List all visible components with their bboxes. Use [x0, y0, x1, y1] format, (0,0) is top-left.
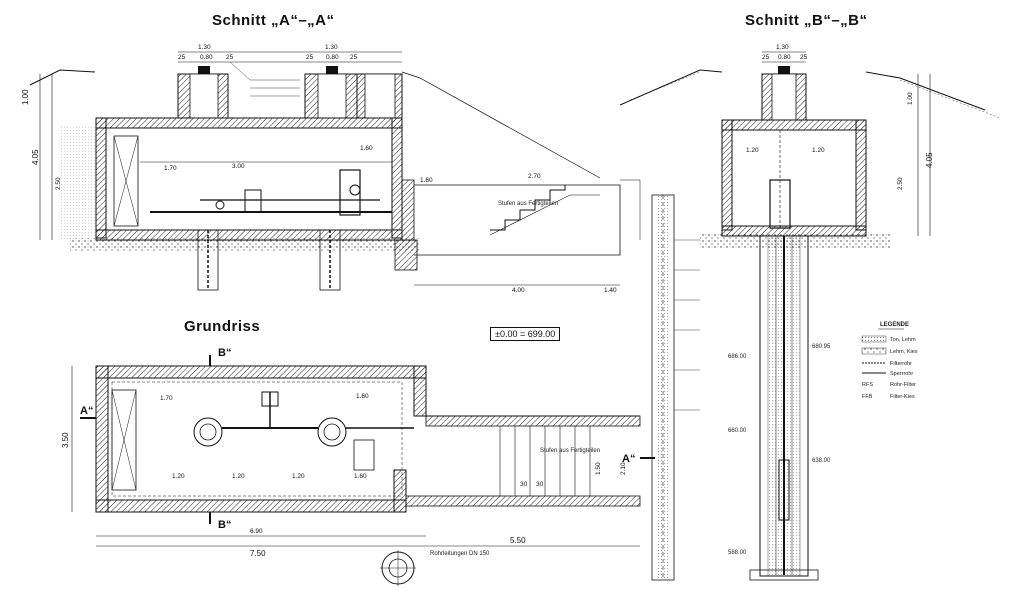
level-4: 638.00	[812, 458, 831, 464]
inner-a-3: 1.60	[360, 145, 373, 152]
height-b-2: 4.05	[925, 152, 934, 168]
plan-width-total: 7.50	[250, 549, 266, 558]
level-3: 660.00	[728, 428, 747, 434]
stair-note-a: Stufen aus Fertigteilen	[498, 201, 558, 207]
inner-b-1: 1.20	[746, 147, 759, 154]
plan-inner-2: 1.20	[172, 473, 185, 480]
height-b-3: 2.50	[897, 177, 904, 190]
height-a-2: 4.05	[31, 149, 40, 165]
stair-dim-3: 1.50	[595, 462, 602, 475]
plan-stair-length: 5.50	[510, 536, 526, 545]
dim-a-8: 25	[350, 54, 358, 61]
plan-inner-1: 1.70	[160, 395, 173, 402]
dim-b-3: 0.80	[778, 54, 791, 61]
plan-inner-3: 1.20	[232, 473, 245, 480]
section-b-drawing: 1.30 25 0.80 25 1.00 4.05 2.50 1.20 1.20…	[619, 44, 1001, 581]
legend-item-5: Rohr-Filter	[890, 382, 916, 388]
cut-a-left: A“	[80, 405, 93, 417]
inner-a-5: 2.70	[528, 173, 541, 180]
dim-a-4: 25	[226, 54, 234, 61]
dim-b-4: 25	[800, 54, 808, 61]
legend-title: LEGENDE	[880, 322, 909, 328]
dim-a-1: 1.30	[198, 44, 211, 51]
reference-level-text: ±0.00 = 699.00	[495, 329, 556, 339]
level-5: 588.00	[728, 550, 747, 556]
plan-inner-5: 1.60	[354, 473, 367, 480]
dim-a-3: 0.80	[200, 54, 213, 61]
bottom-a-1: 4.00	[512, 287, 525, 294]
plan-title: Grundriss	[184, 318, 261, 335]
inner-a-2: 3.00	[232, 163, 245, 170]
section-b-title: Schnitt „B“–„B“	[745, 12, 868, 29]
reference-level-box: ±0.00 = 699.00	[490, 327, 561, 341]
height-b-1: 1.00	[907, 92, 914, 105]
inner-a-1: 1.70	[164, 165, 177, 172]
inner-a-4: 1.60	[420, 177, 433, 184]
cut-a-right: A“	[622, 453, 635, 465]
dim-a-6: 25	[306, 54, 314, 61]
plan-note-1: Stufen aus Fertigteilen	[540, 448, 600, 454]
height-a-3: 2.50	[55, 177, 62, 190]
legend-item-3: Filterrohr	[890, 361, 912, 367]
plan-width-inner: 6.90	[250, 528, 263, 535]
legend-item-4: Sperrrohr	[890, 371, 913, 377]
plan-inner-6: 1.60	[356, 393, 369, 400]
legend-item-2: Lehm, Kies	[890, 349, 918, 355]
plan-inner-4: 1.20	[292, 473, 305, 480]
stair-dim-2: 30	[536, 481, 544, 488]
level-1: 686.00	[728, 354, 747, 360]
legend: LEGENDE Ton, Lehm Lehm, Kies Filterrohr …	[861, 322, 918, 400]
stair-dim-4: 2.10	[620, 462, 627, 475]
section-a-title: Schnitt „A“–„A“	[212, 12, 335, 29]
dim-a-2: 25	[178, 54, 186, 61]
level-2: 680.95	[812, 344, 831, 350]
dim-a-5: 1.30	[325, 44, 338, 51]
dim-b-2: 25	[762, 54, 770, 61]
borehole-column	[651, 194, 700, 581]
legend-item-6: Filter-Kies	[890, 394, 915, 400]
plan-drawing: B“ B“ A“ A“ 6.90 7.50 5.50 3.50 1.70 1.2…	[61, 347, 655, 586]
plan-note-2: Rohrleitungen DN 150	[430, 551, 490, 557]
dim-a-7: 0.80	[326, 54, 339, 61]
legend-code-6: FFB	[862, 394, 873, 400]
cut-b-bottom: B“	[218, 519, 231, 531]
plan-depth: 3.50	[61, 432, 70, 448]
stair-dim-1: 30	[520, 481, 528, 488]
cut-b-top: B“	[218, 347, 231, 359]
section-a-drawing: 1.30 25 0.80 25 1.30 25 0.80 25 1.00 4.0…	[21, 44, 641, 294]
dim-b-1: 1.30	[776, 44, 789, 51]
legend-code-5: RFS	[862, 382, 873, 388]
bottom-a-2: 1.40	[604, 287, 617, 294]
legend-item-1: Ton, Lehm	[890, 337, 916, 343]
height-a-1: 1.00	[21, 89, 30, 105]
inner-b-2: 1.20	[812, 147, 825, 154]
